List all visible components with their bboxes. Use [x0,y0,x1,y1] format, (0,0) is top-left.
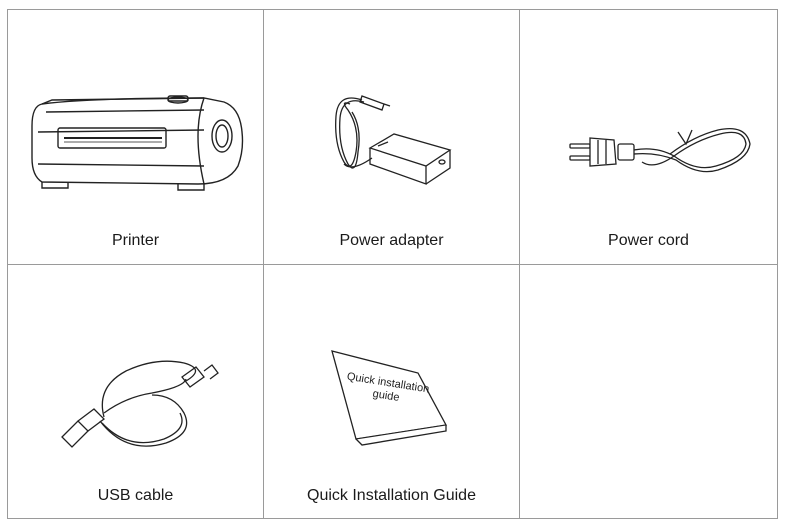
power-adapter-icon [322,82,462,192]
item-usb-cable: USB cable [8,265,263,518]
usb-cable-icon [56,351,226,461]
item-label: Power adapter [339,232,444,249]
item-printer: Printer [8,10,263,264]
power-cord-icon [566,122,756,182]
guide-booklet-icon: Quick installation guide [322,343,452,453]
item-label: USB cable [97,487,174,504]
item-label: Power cord [608,232,689,249]
item-label: Quick Installation Guide [307,487,476,504]
item-power-cord: Power cord [520,10,777,264]
item-quick-installation-guide: Quick installation guide Quick Installat… [264,265,519,518]
printer-icon [28,92,246,192]
grid-divider [8,264,777,265]
package-contents-grid: Printer [7,9,778,519]
item-power-adapter: Power adapter [264,10,519,264]
item-label: Printer [111,232,160,249]
empty-cell [520,265,777,518]
